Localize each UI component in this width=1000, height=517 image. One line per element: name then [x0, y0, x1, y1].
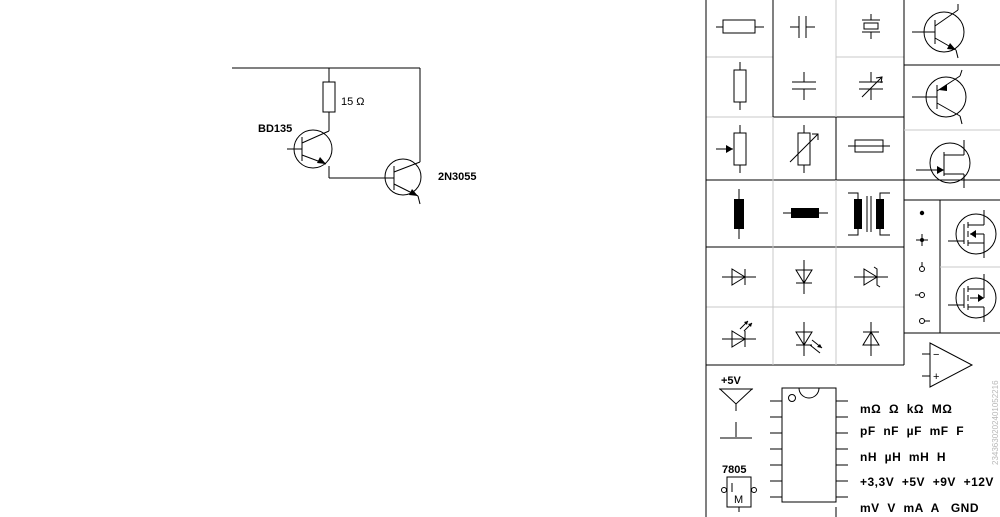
palette-variable-capacitor[interactable]: [859, 72, 883, 100]
svg-text:+: +: [933, 371, 939, 383]
palette-voltage-regulator[interactable]: M: [721, 476, 757, 512]
transistor-2n3055[interactable]: [384, 158, 422, 205]
palette-photodiode[interactable]: [795, 322, 823, 356]
palette-junction-cross[interactable]: [916, 234, 928, 246]
transistor-bd135[interactable]: [287, 129, 333, 169]
palette-trimmer-resistor[interactable]: [789, 125, 819, 173]
palette-ic-chip[interactable]: [770, 387, 848, 517]
palette-inductor[interactable]: [734, 189, 744, 239]
palette-npn-transistor[interactable]: [912, 4, 965, 59]
palette-jfet[interactable]: [916, 140, 971, 188]
resistor-label: 15 Ω: [341, 96, 365, 108]
regulator-pin: M: [734, 494, 743, 506]
units-resistance[interactable]: mΩ Ω kΩ MΩ: [860, 402, 952, 416]
units-inductance[interactable]: nH µH mH H: [860, 450, 946, 464]
palette-terminal-open-left[interactable]: [915, 292, 925, 298]
svg-text:−: −: [933, 349, 939, 361]
transistor2-label: 2N3055: [438, 171, 477, 183]
component-palette: − + +5V 7805 M: [705, 0, 1000, 517]
palette-pmos-transistor[interactable]: [948, 274, 997, 322]
units-capacitance[interactable]: pF nF µF mF F: [860, 424, 964, 438]
supply-label: +5V: [721, 375, 742, 387]
palette-terminal-open-right[interactable]: [919, 318, 931, 324]
palette-resistor-vertical[interactable]: [733, 62, 747, 110]
transistor1-label: BD135: [258, 123, 292, 135]
palette-junction-dot[interactable]: [919, 210, 925, 216]
palette-nmos-transistor[interactable]: [948, 210, 997, 258]
palette-diode-reverse[interactable]: [862, 322, 880, 356]
palette-diode-vertical[interactable]: [795, 260, 813, 294]
palette-capacitor-vertical-plates[interactable]: [790, 16, 815, 38]
units-voltages[interactable]: +3,3V +5V +9V +12V: [860, 475, 994, 489]
palette-potentiometer[interactable]: [716, 125, 747, 173]
palette-pnp-transistor[interactable]: [912, 69, 967, 125]
palette-capacitor-horizontal-plates[interactable]: [792, 72, 816, 100]
palette-diode-horizontal[interactable]: [722, 268, 756, 286]
palette-supply-symbol[interactable]: [718, 388, 754, 411]
palette-crystal[interactable]: [862, 14, 880, 39]
palette-terminal-open-top[interactable]: [919, 262, 925, 272]
palette-fuse[interactable]: [848, 139, 890, 153]
palette-resistor-horizontal[interactable]: [716, 19, 764, 34]
palette-inductor-horizontal[interactable]: [783, 208, 828, 218]
regulator-label: 7805: [722, 464, 746, 476]
units-measure[interactable]: mV V mA A GND: [860, 501, 979, 515]
watermark: 2343630202401052216: [991, 380, 1000, 465]
palette-opamp[interactable]: − +: [922, 342, 974, 388]
palette-zener-diode[interactable]: [854, 266, 888, 288]
palette-transformer[interactable]: [848, 192, 890, 236]
circuit: 15 Ω BD135 2N3055: [232, 67, 477, 205]
palette-ground-symbol[interactable]: [720, 422, 752, 439]
resistor-15-ohm[interactable]: [322, 81, 336, 113]
palette-led[interactable]: [722, 320, 756, 348]
